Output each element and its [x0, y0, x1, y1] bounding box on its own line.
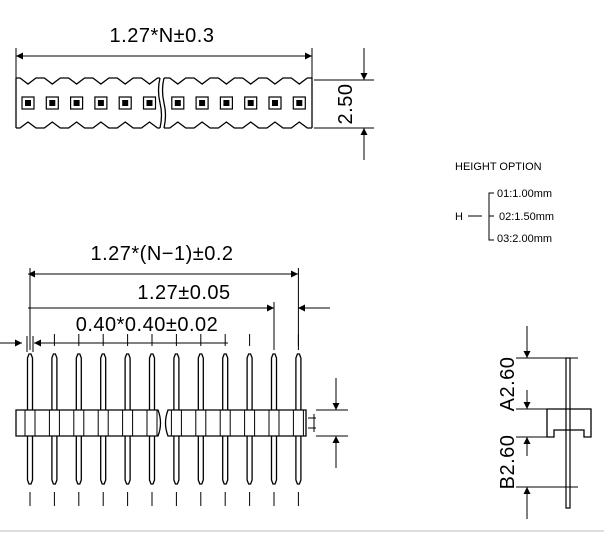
top-break-left	[157, 77, 163, 129]
front-pin-upper	[124, 353, 131, 410]
top-pin-outer	[142, 96, 157, 110]
top-pin-outer	[45, 96, 59, 110]
front-pin-lower	[197, 436, 204, 485]
top-pin-square	[73, 100, 80, 106]
front-pin-upper	[51, 353, 58, 410]
top-pin-outer	[94, 96, 108, 110]
top-body-edge-lower-right	[164, 121, 312, 129]
top-body-edge-lower-left	[16, 121, 160, 129]
front-pin-lower	[173, 436, 180, 485]
front-view: 1.27*(N−1)±0.2 1.27±0.05 0.40*0.40±0.02	[0, 243, 348, 506]
front-pin-upper	[75, 353, 82, 410]
front-pin-lower	[124, 436, 131, 485]
front-pin-upper	[26, 353, 34, 410]
top-pin-outer	[195, 96, 209, 110]
front-body-right	[164, 409, 307, 437]
top-pin-square	[247, 100, 254, 106]
height-option-02: 02:1.50mm	[499, 211, 554, 223]
top-body-edge-upper-left	[16, 77, 160, 85]
front-pin-upper	[148, 353, 156, 410]
top-body-edge-upper-right	[164, 77, 312, 85]
front-pin-lower	[75, 436, 82, 485]
front-pin-lower	[26, 436, 34, 485]
front-pin-upper	[222, 353, 229, 410]
top-header-body	[15, 77, 313, 129]
pitch-label: 1.27±0.05	[137, 282, 230, 304]
front-pin-lower	[295, 436, 302, 485]
top-break-right	[161, 77, 167, 129]
top-pin-outer	[268, 96, 282, 110]
height-symbol: H	[455, 211, 463, 223]
top-pin-square	[272, 100, 278, 106]
front-pin-lower	[222, 436, 229, 485]
side-body	[546, 408, 592, 438]
side-a-label: A2.60	[497, 357, 519, 412]
pin-size-label: 0.40*0.40±0.02	[76, 314, 219, 336]
top-pin-outer	[21, 96, 35, 110]
top-pin-square	[146, 100, 153, 106]
top-pin-square	[296, 100, 303, 106]
top-pin-outer	[292, 96, 306, 110]
height-option-block: HEIGHT OPTION H 01:1.00mm 02:1.50mm 03:2…	[455, 161, 554, 245]
top-view: 1.27*N±0.3 2.50	[15, 25, 374, 160]
side-pin	[565, 357, 571, 509]
front-pin-lower	[246, 436, 253, 485]
front-pin-lower	[100, 436, 107, 485]
front-pin-mark	[308, 414, 316, 432]
front-pin-upper	[246, 353, 253, 410]
top-pin-square	[199, 100, 206, 106]
height-option-01: 01:1.00mm	[497, 188, 552, 200]
overall-length-label: 1.27*(N−1)±0.2	[90, 243, 233, 265]
top-pin-outer	[69, 96, 84, 110]
front-pin-lower	[270, 436, 278, 485]
front-pin-lower	[148, 436, 156, 485]
top-pin-outer	[244, 96, 258, 110]
top-pin-outer	[219, 96, 233, 110]
top-pin-square	[223, 100, 230, 106]
top-pin-square	[49, 100, 56, 106]
top-height-label: 2.50	[335, 84, 357, 125]
front-body-left	[15, 409, 162, 437]
top-width-label: 1.27*N±0.3	[110, 25, 215, 47]
front-pin-upper	[295, 353, 302, 410]
top-pin-square	[122, 100, 129, 106]
front-pin-upper	[100, 353, 107, 410]
top-pin-square	[97, 100, 104, 106]
front-pin-upper	[197, 353, 204, 410]
side-b-label: B2.60	[497, 435, 519, 490]
top-pin-square	[174, 100, 181, 106]
side-view: A2.60 B2.60	[497, 326, 592, 519]
front-pins	[15, 268, 307, 506]
front-pin-upper	[270, 353, 278, 410]
top-pin-outer	[171, 96, 185, 110]
front-pin-lower	[51, 436, 58, 485]
top-pin-square	[25, 100, 31, 106]
height-option-title: HEIGHT OPTION	[455, 161, 542, 173]
height-option-03: 03:2.00mm	[497, 233, 552, 245]
top-pin-outer	[118, 96, 132, 110]
front-pin-upper	[173, 353, 180, 410]
